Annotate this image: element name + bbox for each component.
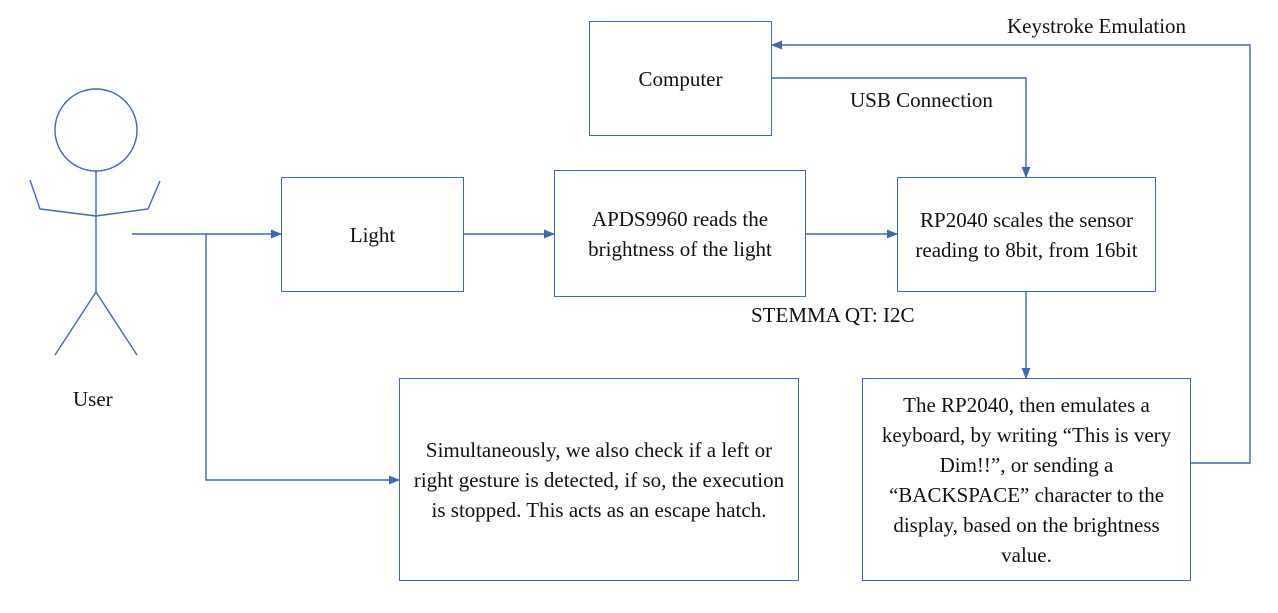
arrow-computer-to-rp2040 xyxy=(772,77,1031,179)
keyboard-emulate-box: The RP2040, then emulates a keyboard, by… xyxy=(862,378,1191,581)
light-box: Light xyxy=(281,177,464,292)
user-label: User xyxy=(73,387,113,411)
usb-connection-label: USB Connection xyxy=(850,88,993,112)
arrow-emulate-to-computer xyxy=(770,40,1251,464)
stemma-qt-label: STEMMA QT: I2C xyxy=(751,303,915,327)
arrow-user-to-gesture xyxy=(205,234,401,485)
computer-box: Computer xyxy=(589,21,772,136)
keystroke-emulation-label: Keystroke Emulation xyxy=(1007,14,1187,38)
apds9960-box: APDS9960 reads the brightness of the lig… xyxy=(554,170,806,297)
rp2040-scale-box: RP2040 scales the sensor reading to 8bit… xyxy=(897,177,1156,292)
gesture-check-box: Simultaneously, we also check if a left … xyxy=(399,378,799,581)
user-figure-icon xyxy=(29,88,161,356)
